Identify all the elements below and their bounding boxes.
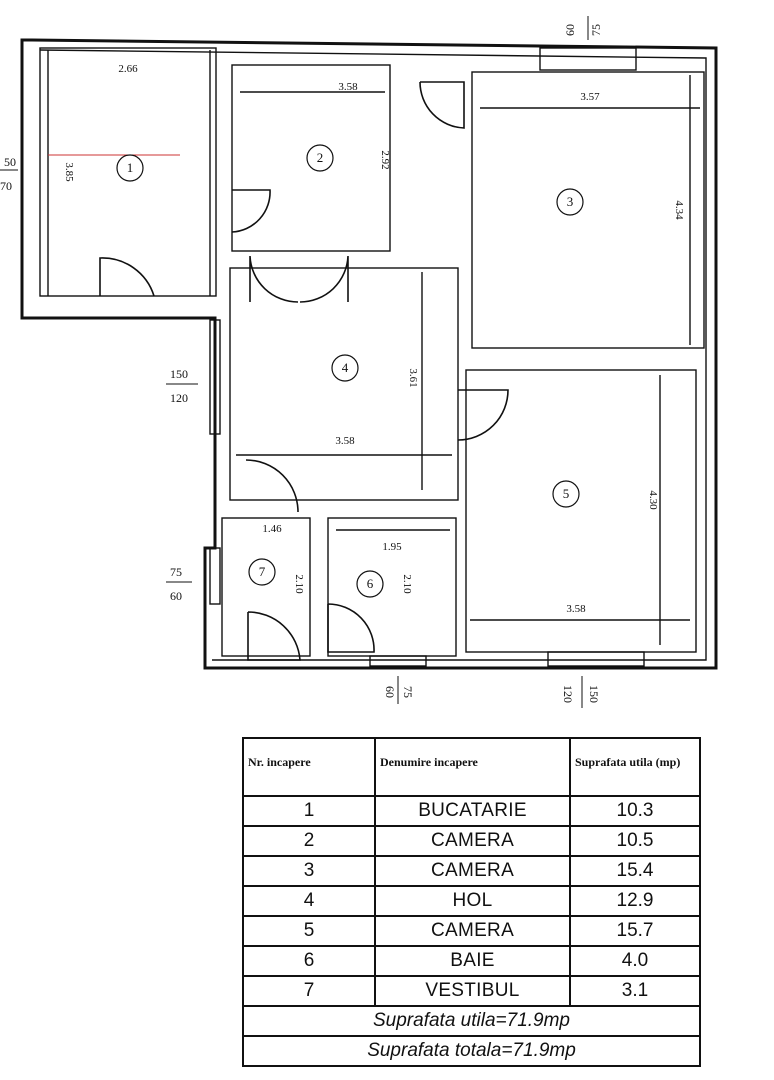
- window-room-6: [369, 655, 427, 667]
- room-name-cell: CAMERA: [374, 825, 571, 857]
- room-6-height-label: 2.10: [401, 574, 413, 594]
- door-room-3: [419, 81, 465, 129]
- left-opening-lower-top: 75: [170, 565, 182, 579]
- room-2-height-label: 2.92: [379, 150, 391, 169]
- door-room-4-7: [245, 459, 299, 513]
- left-opening-lower-bottom: 60: [170, 589, 182, 603]
- left-opening-upper-bottom: 120: [170, 391, 188, 405]
- door-room-6: [327, 603, 375, 653]
- room-1: [39, 47, 217, 297]
- room-7-width-label: 1.46: [262, 523, 282, 535]
- room-number-7: 7: [259, 564, 266, 579]
- useful-area-total: Suprafata utila=71.9mp: [242, 1005, 701, 1037]
- room-area-cell: 15.7: [569, 915, 701, 947]
- room-4: [229, 267, 459, 501]
- room-number-cell: 2: [242, 825, 376, 857]
- room-number-cell: 6: [242, 945, 376, 977]
- room-3: [471, 71, 705, 349]
- room-dimensions: 2.66 3.85 3.58 2.92 3.57 4.34 3.58 3.61 3.58 4.30…: [63, 63, 685, 615]
- room-4-height-label: 3.61: [407, 368, 419, 387]
- door-room-1: [99, 257, 155, 297]
- outer-walls: [20, 38, 718, 670]
- room-1-width-label: 2.66: [118, 63, 138, 75]
- table-row: 5 CAMERA 15.7: [242, 915, 701, 947]
- door-room-2-right: [299, 255, 349, 303]
- room-area-table: Nr. incapere Denumire incapere Suprafata…: [242, 737, 701, 1067]
- bottom-opening-b: 75: [401, 686, 415, 698]
- bottom-opening-a: 60: [383, 686, 397, 698]
- door-room-1-2: [231, 189, 271, 233]
- room-7: [221, 517, 311, 657]
- table-row: 6 BAIE 4.0: [242, 945, 701, 977]
- header-room-name: Denumire incapere: [374, 737, 571, 797]
- left-opening-upper-top: 150: [170, 367, 188, 381]
- total-area-row: Suprafata totala=71.9mp: [242, 1035, 701, 1067]
- useful-area-total-row: Suprafata utila=71.9mp: [242, 1005, 701, 1037]
- room-number-cell: 3: [242, 855, 376, 887]
- door-room-7: [247, 611, 301, 661]
- room-2: [231, 64, 391, 252]
- room-area-cell: 4.0: [569, 945, 701, 977]
- window-left-lower: [209, 547, 221, 605]
- window-room-5: [547, 651, 645, 667]
- table-header-row: Nr. incapere Denumire incapere Suprafata…: [242, 737, 701, 797]
- room-name-cell: BAIE: [374, 945, 571, 977]
- room-6-width-label: 1.95: [382, 541, 402, 553]
- room-number-cell: 7: [242, 975, 376, 1007]
- room-name-cell: BUCATARIE: [374, 795, 571, 827]
- room-number-6: 6: [367, 576, 374, 591]
- room-7-height-label: 2.10: [293, 574, 305, 594]
- room-area-cell: 10.5: [569, 825, 701, 857]
- top-opening-a: 60: [563, 24, 577, 36]
- left-opening-partial-b: 70: [0, 179, 12, 193]
- room-number-1: 1: [127, 160, 134, 175]
- top-opening-b: 75: [589, 24, 603, 36]
- room-6: [327, 517, 457, 657]
- table-row: 7 VESTIBUL 3.1: [242, 975, 701, 1007]
- door-room-4-5: [457, 389, 509, 441]
- room-name-cell: CAMERA: [374, 915, 571, 947]
- room-name-cell: VESTIBUL: [374, 975, 571, 1007]
- table-row: 4 HOL 12.9: [242, 885, 701, 917]
- room-number-4: 4: [342, 360, 349, 375]
- header-room-number: Nr. incapere: [242, 737, 376, 797]
- room-5-width-label: 3.58: [566, 603, 586, 615]
- room-name-cell: CAMERA: [374, 855, 571, 887]
- table-row: 2 CAMERA 10.5: [242, 825, 701, 857]
- room-number-cell: 5: [242, 915, 376, 947]
- table-row: 3 CAMERA 15.4: [242, 855, 701, 887]
- room-number-cell: 4: [242, 885, 376, 917]
- room-number-3: 3: [567, 194, 574, 209]
- room-number-cell: 1: [242, 795, 376, 827]
- room-name-cell: HOL: [374, 885, 571, 917]
- bottom-opening-d: 150: [587, 685, 601, 703]
- total-area: Suprafata totala=71.9mp: [242, 1035, 701, 1067]
- room-area-cell: 3.1: [569, 975, 701, 1007]
- room-area-cell: 10.3: [569, 795, 701, 827]
- door-room-2-left: [249, 255, 299, 303]
- room-number-labels: 1 2 3 4 5 6 7: [127, 150, 574, 591]
- left-opening-partial-a: 50: [4, 155, 16, 169]
- room-2-width-label: 3.58: [338, 81, 358, 93]
- bottom-opening-c: 120: [561, 685, 575, 703]
- room-number-2: 2: [317, 150, 324, 165]
- window-top: [539, 47, 637, 71]
- table-row: 1 BUCATARIE 10.3: [242, 795, 701, 827]
- window-left-upper: [209, 319, 221, 435]
- room-5-height-label: 4.30: [647, 490, 659, 510]
- room-4-width-label: 3.58: [335, 435, 355, 447]
- room-number-5: 5: [563, 486, 570, 501]
- room-3-height-label: 4.34: [673, 200, 685, 220]
- room-area-cell: 12.9: [569, 885, 701, 917]
- room-1-height-label: 3.85: [63, 162, 75, 182]
- floor-plan: 2.66 3.85 3.58 2.92 3.57 4.34 3.58 3.61 3.58 4.30…: [0, 16, 718, 708]
- header-useful-area: Suprafata utila (mp): [569, 737, 701, 797]
- room-3-width-label: 3.57: [580, 91, 600, 103]
- room-area-cell: 15.4: [569, 855, 701, 887]
